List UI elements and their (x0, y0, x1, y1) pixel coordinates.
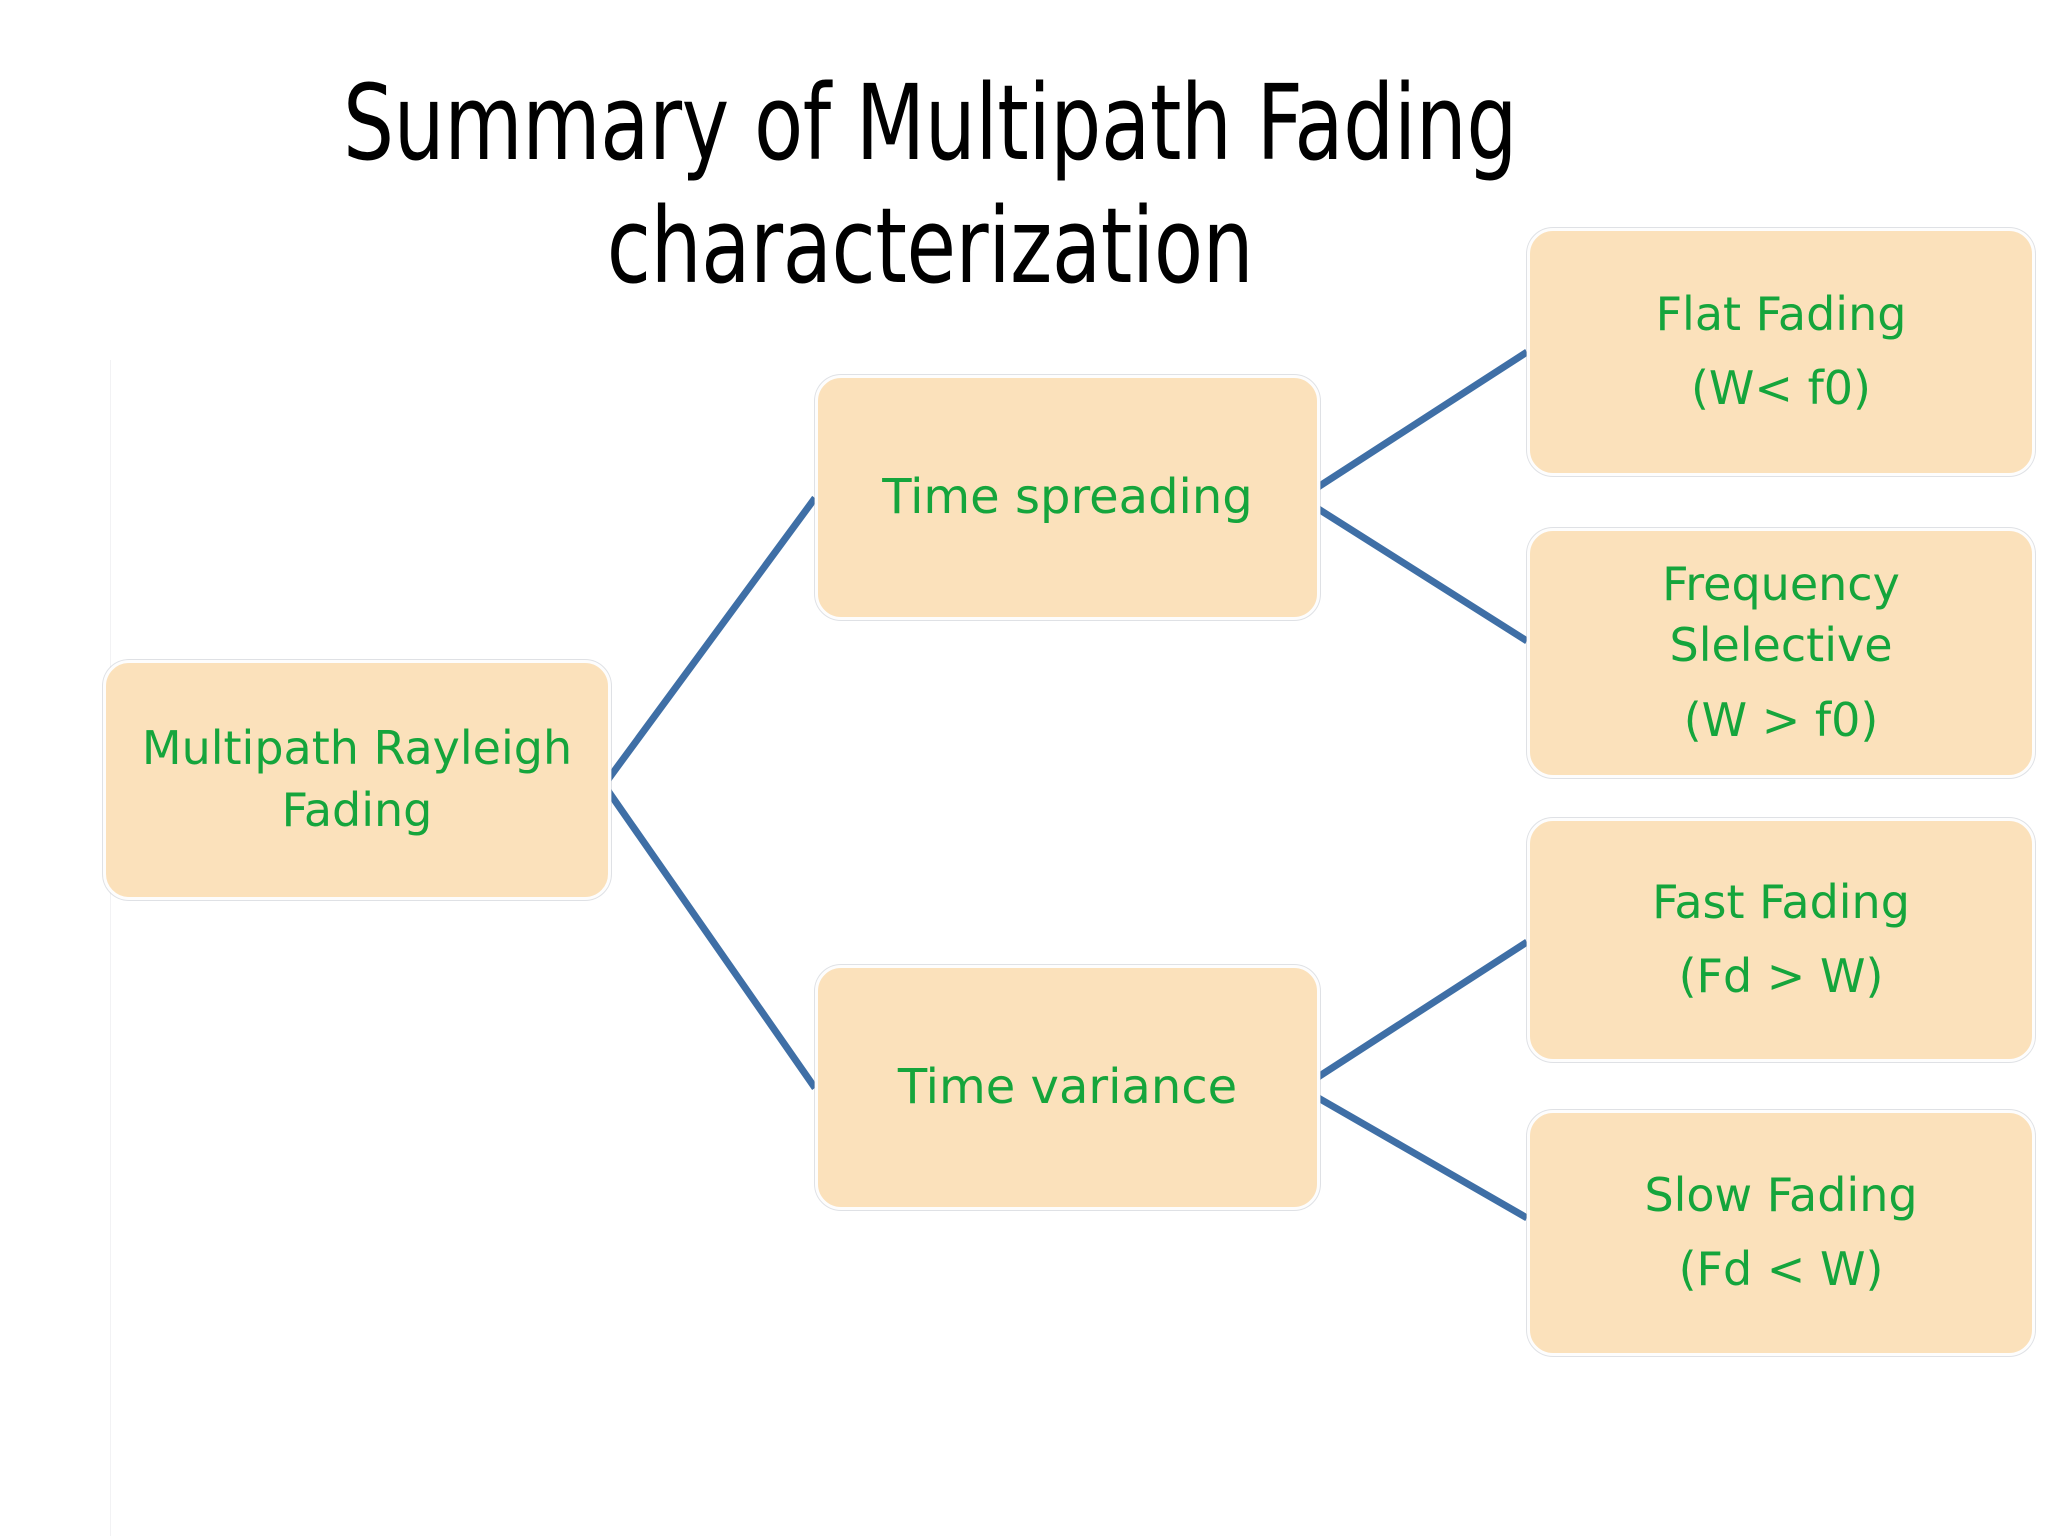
node-label-line: Fading (281, 783, 433, 838)
connector-root-to-time-spreading (597, 495, 818, 789)
node-multipath-rayleigh-fading[interactable]: Multipath Rayleigh Fading (103, 660, 611, 900)
node-label-line: Slelective (1669, 618, 1893, 673)
connector-time-spreading-to-flat-fading (1289, 349, 1529, 502)
node-label-line: Frequency (1662, 557, 1900, 612)
node-label-line: Time spreading (882, 469, 1253, 526)
node-label-line: Time variance (897, 1059, 1238, 1116)
node-label-line: Slow Fading (1644, 1168, 1918, 1223)
node-condition-line: (W< f0) (1690, 360, 1871, 415)
node-label-line: Fast Fading (1652, 875, 1910, 930)
node-condition-line: (Fd > W) (1678, 948, 1884, 1003)
page-title: Summary of Multipath Fading characteriza… (342, 62, 1517, 307)
connector-root-to-time-variance (597, 781, 818, 1091)
node-condition-line: (W > f0) (1683, 692, 1879, 747)
node-time-variance[interactable]: Time variance (815, 965, 1320, 1210)
node-fast-fading[interactable]: Fast Fading (Fd > W) (1527, 818, 2035, 1062)
content-placeholder-guide (110, 360, 111, 1536)
node-flat-fading[interactable]: Flat Fading (W< f0) (1527, 228, 2035, 476)
node-slow-fading[interactable]: Slow Fading (Fd < W) (1527, 1110, 2035, 1356)
connector-time-spreading-to-freq-sel (1288, 494, 1529, 644)
node-label-line: Multipath Rayleigh (141, 721, 573, 776)
connector-time-variance-to-fast-fading (1289, 939, 1529, 1092)
node-label-line: Flat Fading (1655, 287, 1907, 342)
node-frequency-slelective[interactable]: Frequency Slelective (W > f0) (1527, 528, 2035, 778)
connector-time-variance-to-slow-fading (1287, 1084, 1529, 1222)
node-condition-line: (Fd < W) (1678, 1241, 1884, 1296)
node-time-spreading[interactable]: Time spreading (815, 375, 1320, 620)
